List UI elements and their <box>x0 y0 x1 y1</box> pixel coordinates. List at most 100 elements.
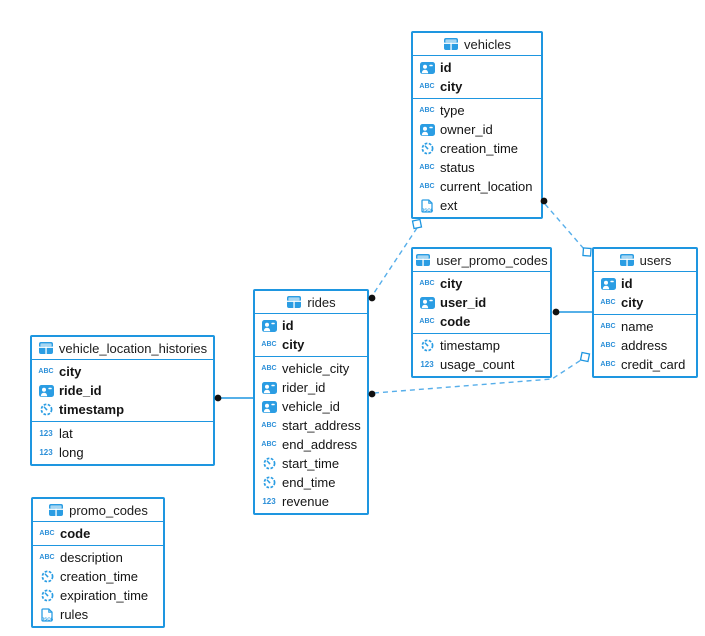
foreign-key-end-dot <box>214 394 222 402</box>
column-label: rider_id <box>282 380 326 395</box>
abc-icon: ABC <box>261 365 277 372</box>
table-name: vehicle_location_histories <box>58 340 208 356</box>
column-label: address <box>621 338 668 353</box>
foreign-key-end-dot <box>552 308 560 316</box>
id-icon <box>419 61 435 74</box>
abc-icon: ABC <box>419 183 435 190</box>
column-label: long <box>59 445 84 460</box>
column-row: ride_id <box>32 381 213 400</box>
column-label: id <box>621 276 633 291</box>
abc-icon: ABC <box>261 422 277 429</box>
clock-icon <box>419 142 435 155</box>
table-name: users <box>639 252 672 268</box>
abc-icon: ABC <box>419 107 435 114</box>
abc-icon: ABC <box>600 361 616 368</box>
relationship-vehicle_location_histories-rides <box>214 394 253 402</box>
column-row: id <box>255 316 367 335</box>
id-icon <box>38 384 54 397</box>
column-row: ABC status <box>413 158 541 177</box>
column-label: expiration_time <box>60 588 149 603</box>
column-row: id <box>594 274 696 293</box>
column-label: credit_card <box>621 357 686 372</box>
abc-icon: ABC <box>419 164 435 171</box>
column-label: start_address <box>282 418 361 433</box>
column-label: timestamp <box>440 338 500 353</box>
column-row: start_time <box>255 454 367 473</box>
svg-text:JSON: JSON <box>42 616 53 621</box>
column-row: ABC start_address <box>255 416 367 435</box>
column-label: creation_time <box>440 141 519 156</box>
column-label: city <box>621 295 644 310</box>
column-row: user_id <box>413 293 550 312</box>
column-label: end_time <box>282 475 336 490</box>
column-label: timestamp <box>59 402 125 417</box>
table-header: user_promo_codes <box>413 249 550 272</box>
column-label: status <box>440 160 475 175</box>
column-label: owner_id <box>440 122 493 137</box>
column-label: vehicle_city <box>282 361 350 376</box>
column-row: ABC city <box>413 77 541 96</box>
table-icon <box>48 504 64 516</box>
table-icon <box>38 342 54 354</box>
abc-icon: ABC <box>419 83 435 90</box>
table-header: vehicles <box>413 33 541 56</box>
column-label: city <box>440 79 463 94</box>
column-label: creation_time <box>60 569 139 584</box>
column-label: city <box>59 364 82 379</box>
json-icon: JSON <box>419 198 435 213</box>
clock-icon <box>261 457 277 470</box>
table-name: user_promo_codes <box>436 252 548 268</box>
column-label: ext <box>440 198 458 213</box>
table-name: rides <box>307 294 336 310</box>
number-icon: 123 <box>262 497 276 506</box>
clock-icon <box>39 589 55 602</box>
table-header: vehicle_location_histories <box>32 337 213 360</box>
id-icon <box>261 381 277 394</box>
column-label: start_time <box>282 456 340 471</box>
column-row: owner_id <box>413 120 541 139</box>
column-label: id <box>282 318 294 333</box>
column-row: end_time <box>255 473 367 492</box>
table-name: promo_codes <box>69 502 148 518</box>
column-row: vehicle_id <box>255 397 367 416</box>
parent-end-marker <box>582 247 592 257</box>
table-header: rides <box>255 291 367 314</box>
column-row: ABC city <box>255 335 367 354</box>
abc-icon: ABC <box>39 554 55 561</box>
table-header: users <box>594 249 696 272</box>
column-label: id <box>440 60 452 75</box>
column-label: revenue <box>282 494 329 509</box>
abc-icon: ABC <box>261 341 277 348</box>
column-label: end_address <box>282 437 358 452</box>
column-label: city <box>440 276 463 291</box>
column-label: city <box>282 337 305 352</box>
clock-icon <box>38 403 54 416</box>
abc-icon: ABC <box>261 441 277 448</box>
id-icon <box>600 277 616 290</box>
id-icon <box>419 123 435 136</box>
table-icon <box>619 254 635 266</box>
id-icon <box>261 319 277 332</box>
